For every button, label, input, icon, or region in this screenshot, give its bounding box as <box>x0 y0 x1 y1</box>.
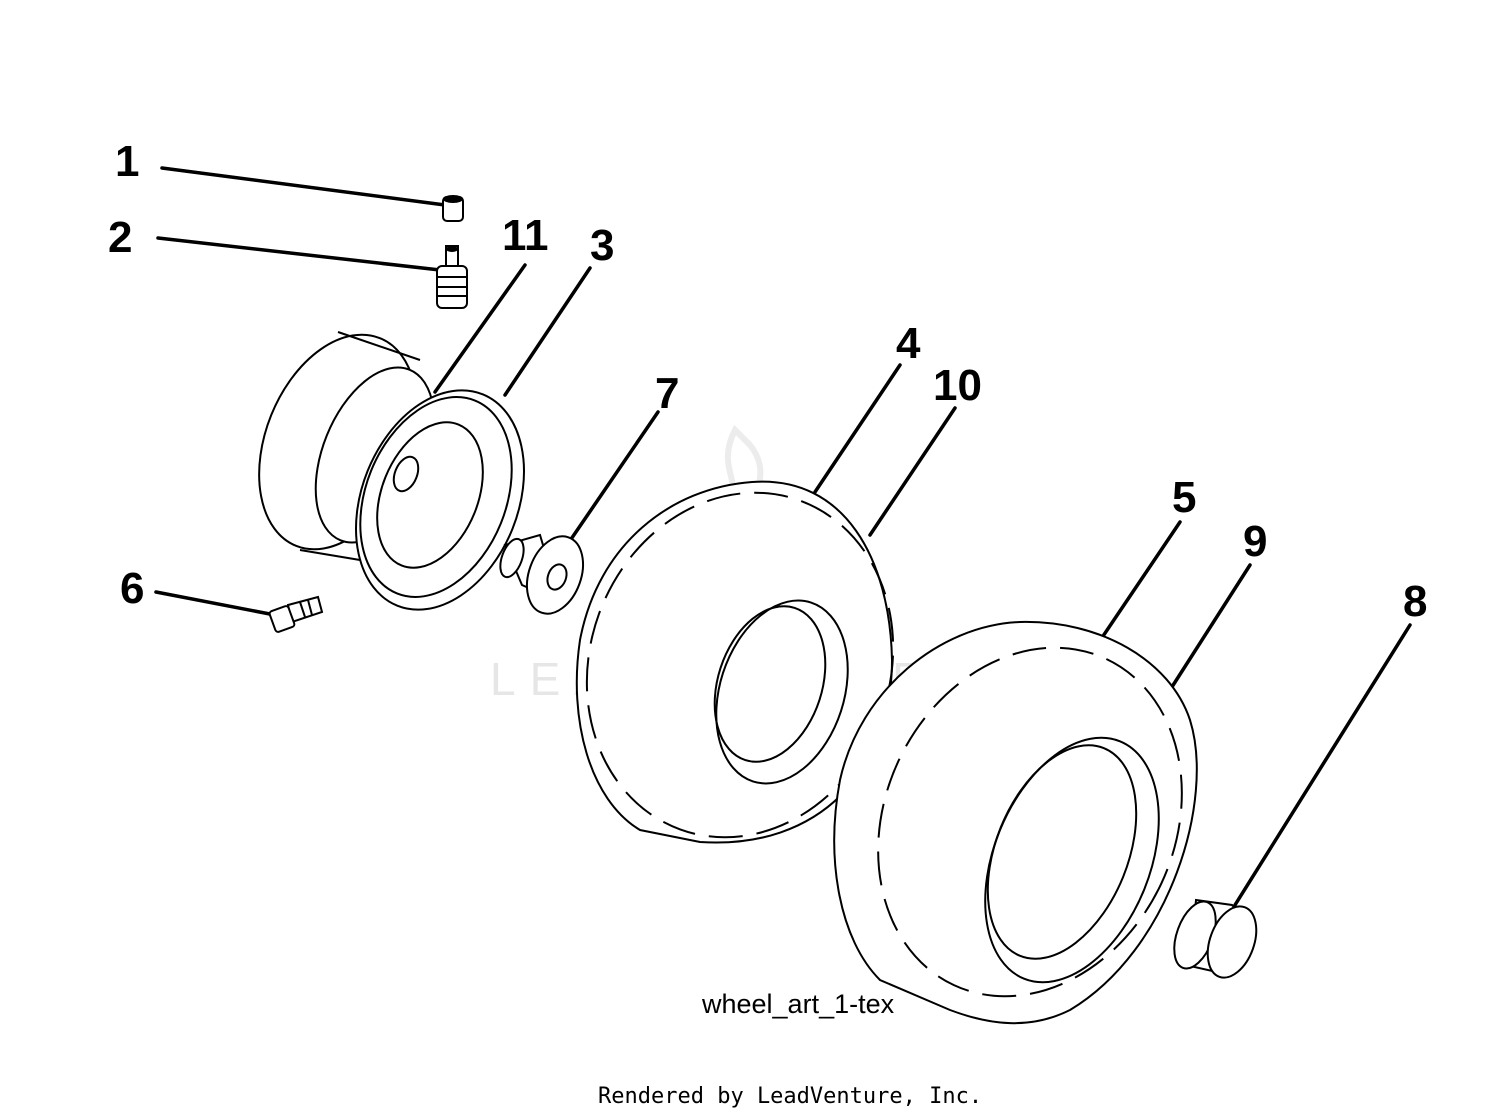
leader-lines <box>154 166 1412 907</box>
leader-5 <box>1093 520 1182 650</box>
part-bushing <box>499 533 585 615</box>
callout-10[interactable]: 10 <box>933 361 982 410</box>
callout-4[interactable]: 4 <box>896 319 921 368</box>
callout-6[interactable]: 6 <box>120 564 144 613</box>
leader-6 <box>154 590 277 617</box>
callout-8[interactable]: 8 <box>1403 577 1427 626</box>
leader-2 <box>156 236 442 272</box>
leader-8 <box>1233 623 1412 907</box>
leader-3 <box>503 266 592 397</box>
callout-5[interactable]: 5 <box>1172 473 1196 522</box>
callout-2[interactable]: 2 <box>108 213 132 262</box>
callout-7[interactable]: 7 <box>655 369 679 418</box>
callout-labels: 1 2 11 3 7 4 10 5 9 8 6 <box>108 137 1427 626</box>
render-credit: Rendered by LeadVenture, Inc. <box>598 1084 982 1109</box>
leader-11 <box>433 263 527 394</box>
part-tire-rear <box>833 620 1198 1025</box>
leader-9 <box>1168 563 1252 692</box>
callout-3[interactable]: 3 <box>590 221 614 270</box>
part-bolt <box>268 595 324 633</box>
part-tire-front <box>575 480 895 844</box>
diagram-caption: wheel_art_1-tex <box>701 989 895 1019</box>
callout-11[interactable]: 11 <box>502 211 549 260</box>
callout-1[interactable]: 1 <box>115 137 139 186</box>
leader-1 <box>160 166 447 207</box>
part-valve-cap <box>442 195 464 222</box>
callout-9[interactable]: 9 <box>1243 517 1267 566</box>
leader-7 <box>563 410 660 550</box>
part-hub-cap <box>1173 898 1258 979</box>
part-rim <box>258 331 525 611</box>
leader-4 <box>813 363 902 494</box>
leader-10 <box>868 406 957 537</box>
part-valve-stem <box>436 245 468 309</box>
